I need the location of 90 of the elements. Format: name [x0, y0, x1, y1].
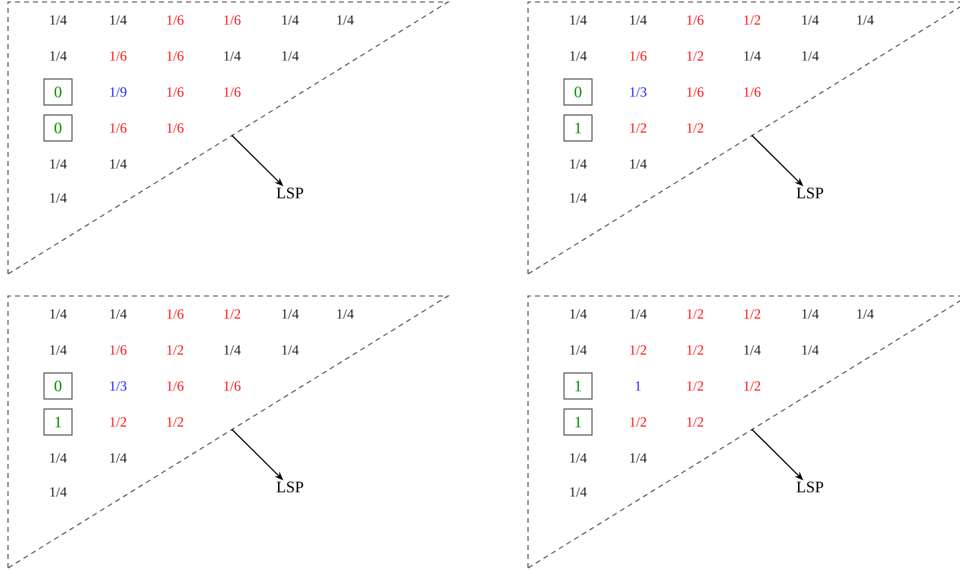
cell-value: 1/6	[224, 15, 241, 25]
cell-value: 1/3	[630, 87, 646, 97]
cell-value: 1/4	[570, 193, 587, 203]
cell-value: 1/2	[167, 417, 184, 427]
cell-value: 1/3	[110, 381, 126, 391]
boxed-value: 1	[563, 372, 593, 400]
cell-value: 1/4	[570, 159, 587, 169]
cell-value: 1/2	[687, 381, 704, 391]
cell-value: 1/4	[50, 345, 67, 355]
cell-value: 1/4	[802, 51, 819, 61]
cell-value: 1/4	[857, 15, 874, 25]
cell-value: 1/4	[570, 309, 587, 319]
cell-value: 1/2	[630, 345, 646, 355]
cell-value: 1/6	[630, 51, 647, 61]
cell-value: 1/2	[687, 51, 704, 61]
cell-value: 1/4	[802, 15, 819, 25]
boxed-value: 0	[563, 78, 593, 106]
cell-value: 1/2	[630, 417, 646, 427]
cell-value: 1/4	[282, 51, 299, 61]
boxed-value: 0	[43, 372, 73, 400]
cell-value: 1/4	[630, 453, 647, 463]
cell-value: 1/4	[744, 345, 761, 355]
cell-value: 1/4	[282, 15, 299, 25]
cell-value: 1/4	[630, 159, 647, 169]
cell-value: 1/4	[570, 453, 587, 463]
cell-value: 1/6	[110, 345, 127, 355]
cell-value: 1/4	[570, 51, 587, 61]
cell-value: 1/9	[110, 87, 126, 97]
cell-value: 1/6	[687, 15, 704, 25]
cell-value: 1/2	[167, 345, 184, 355]
cell-value: 1/6	[167, 309, 184, 319]
lsp-label: LSP	[796, 188, 824, 198]
cell-value: 1/6	[744, 87, 761, 97]
cell-value: 1/4	[50, 193, 67, 203]
cell-value: 1/4	[110, 159, 127, 169]
boxed-value: 1	[43, 408, 73, 436]
cell-value: 1/4	[630, 15, 647, 25]
lsp-label: LSP	[276, 188, 304, 198]
cell-value: 1/2	[744, 381, 760, 391]
cell-value: 1/6	[224, 87, 241, 97]
cell-value: 1/2	[687, 309, 704, 319]
lsp-label: LSP	[796, 482, 824, 492]
cell-value: 1/4	[50, 309, 67, 319]
cell-value: 1/6	[167, 381, 184, 391]
cell-value: 1/4	[282, 345, 299, 355]
cell-value: 1/6	[687, 87, 704, 97]
cell-value: 1/4	[570, 15, 587, 25]
cell-value: 1/4	[630, 309, 647, 319]
cell-value: 1/4	[744, 51, 761, 61]
boxed-value: 0	[43, 114, 73, 142]
dashed-triangle	[527, 1, 960, 275]
cell-value: 1/4	[50, 487, 67, 497]
cell-value: 1/4	[337, 309, 354, 319]
dashed-triangle	[527, 295, 960, 569]
cell-value: 1/4	[570, 487, 587, 497]
cell-value: 1/2	[687, 123, 704, 133]
cell-value: 1/6	[110, 51, 127, 61]
cell-value: 1/4	[50, 453, 67, 463]
cell-value: 1/6	[167, 123, 184, 133]
cell-value: 1/4	[282, 309, 299, 319]
cell-value: 1/2	[744, 309, 760, 319]
cell-value: 1/2	[687, 417, 704, 427]
cell-value: 1/4	[110, 453, 127, 463]
cell-value: 1/4	[110, 309, 127, 319]
cell-value: 1/4	[50, 51, 67, 61]
cell-value: 1/6	[110, 123, 127, 133]
cell-value: 1/4	[857, 309, 874, 319]
cell-value: 1/4	[337, 15, 354, 25]
boxed-value: 1	[563, 408, 593, 436]
cell-value: 1/6	[224, 381, 241, 391]
cell-value: 1/4	[224, 345, 241, 355]
cell-value: 1/2	[224, 309, 240, 319]
cell-value: 1/4	[50, 159, 67, 169]
cell-value: 1/6	[167, 51, 184, 61]
cell-value: 1/2	[687, 345, 704, 355]
cell-value: 1/6	[167, 87, 184, 97]
boxed-value: 0	[43, 78, 73, 106]
cell-value: 1/4	[110, 15, 127, 25]
cell-value: 1/4	[50, 15, 67, 25]
cell-value: 1/4	[802, 309, 819, 319]
boxed-value: 1	[563, 114, 593, 142]
cell-value: 1/2	[110, 417, 126, 427]
cell-value: 1/2	[630, 123, 646, 133]
cell-value: 1/4	[224, 51, 241, 61]
cell-value: 1	[636, 381, 641, 391]
cell-value: 1/2	[744, 15, 760, 25]
cell-value: 1/4	[570, 345, 587, 355]
cell-value: 1/6	[167, 15, 184, 25]
cell-value: 1/4	[802, 345, 819, 355]
lsp-label: LSP	[276, 482, 304, 492]
